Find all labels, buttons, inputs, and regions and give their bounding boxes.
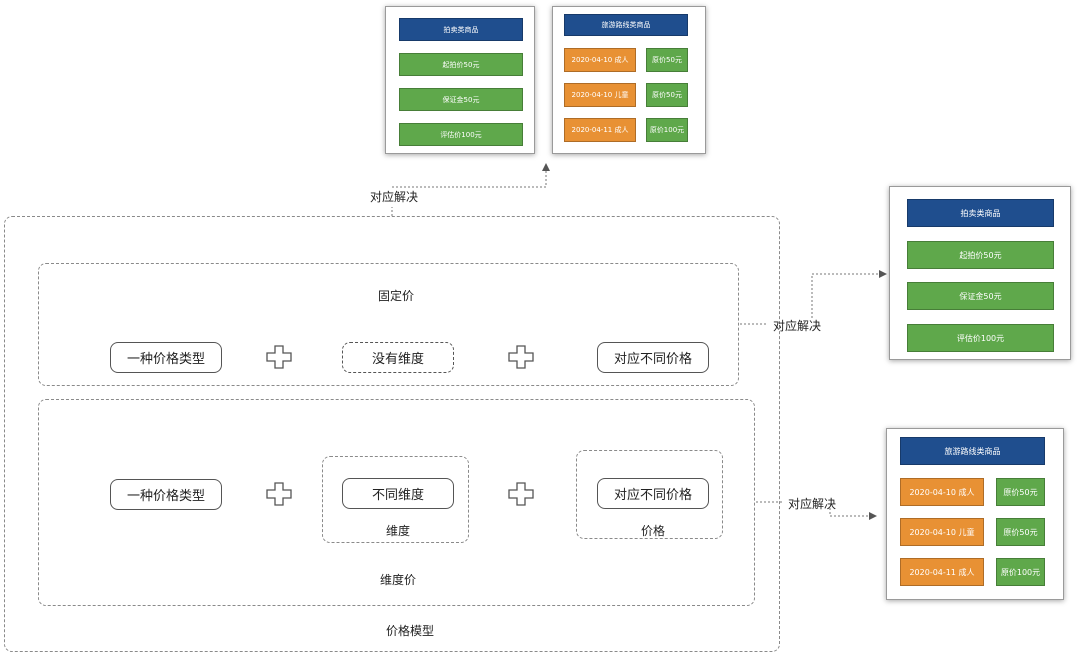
price-group: [576, 450, 723, 539]
dim-different-dimension: 不同维度: [342, 478, 454, 509]
auction-row: 起拍价50元: [399, 53, 523, 76]
auction-header: 拍卖类商品: [907, 199, 1054, 227]
arrow-dim-2: [829, 508, 877, 520]
fixed-price-type: 一种价格类型: [110, 342, 222, 373]
plus-icon: [508, 482, 534, 506]
travel-price: 原价100元: [646, 118, 688, 142]
fixed-price-section: [38, 263, 739, 386]
dimension-price-section: [38, 399, 755, 606]
travel-header: 旅游路线类商品: [564, 14, 688, 36]
price-model-box: [4, 216, 780, 652]
dim-price-type: 一种价格类型: [110, 479, 222, 510]
travel-price: 原价100元: [996, 558, 1045, 586]
travel-card-top: 旅游路线类商品 2020-04-10 成人 原价50元 2020-04-10 儿…: [552, 6, 706, 154]
dim-annotation: 对应解决: [787, 497, 837, 511]
fixed-no-dimension: 没有维度: [342, 342, 454, 373]
fixed-price-title: 固定价: [377, 289, 415, 303]
travel-date: 2020-04-10 成人: [900, 478, 984, 506]
plus-icon: [508, 345, 534, 369]
plus-icon: [266, 345, 292, 369]
travel-header: 旅游路线类商品: [900, 437, 1045, 465]
auction-card-top: 拍卖类商品 起拍价50元 保证金50元 评估价100元: [385, 6, 535, 154]
travel-price: 原价50元: [996, 478, 1045, 506]
auction-row: 评估价100元: [399, 123, 523, 146]
travel-price: 原价50元: [646, 48, 688, 72]
travel-date: 2020-04-11 成人: [900, 558, 984, 586]
dimension-price-title: 维度价: [379, 573, 417, 587]
auction-row: 起拍价50元: [907, 241, 1054, 269]
fixed-annotation: 对应解决: [772, 319, 822, 333]
arrow-top-2: [392, 163, 550, 188]
auction-row: 保证金50元: [907, 282, 1054, 310]
travel-date: 2020-04-10 成人: [564, 48, 636, 72]
auction-card-right: 拍卖类商品 起拍价50元 保证金50元 评估价100元: [889, 186, 1071, 360]
dimension-group: [322, 456, 469, 543]
auction-header: 拍卖类商品: [399, 18, 523, 41]
price-caption: 价格: [640, 524, 666, 538]
plus-icon: [266, 482, 292, 506]
travel-date: 2020-04-10 儿童: [564, 83, 636, 107]
auction-row: 保证金50元: [399, 88, 523, 111]
travel-card-right: 旅游路线类商品 2020-04-10 成人 原价50元 2020-04-10 儿…: [886, 428, 1064, 600]
fixed-different-price: 对应不同价格: [597, 342, 709, 373]
travel-date: 2020-04-11 成人: [564, 118, 636, 142]
dimension-caption: 维度: [385, 524, 411, 538]
auction-row: 评估价100元: [907, 324, 1054, 352]
annotation-top: 对应解决: [369, 190, 419, 204]
travel-price: 原价50元: [646, 83, 688, 107]
travel-date: 2020-04-10 儿童: [900, 518, 984, 546]
travel-price: 原价50元: [996, 518, 1045, 546]
arrow-fixed-2: [811, 270, 887, 318]
dim-different-price: 对应不同价格: [597, 478, 709, 509]
price-model-title: 价格模型: [385, 624, 435, 638]
